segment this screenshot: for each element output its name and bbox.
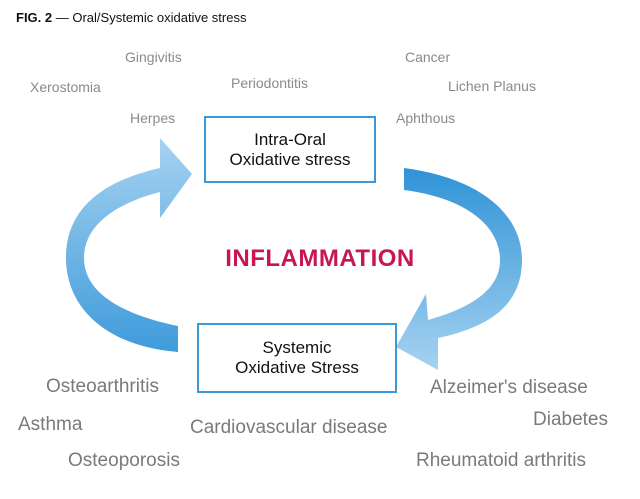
label-alzheimers-disease: Alzeimer's disease [430,377,588,398]
label-asthma: Asthma [18,414,83,435]
label-gingivitis: Gingivitis [125,49,182,65]
label-herpes: Herpes [130,110,176,126]
left-cycle-arrow [66,138,192,352]
figure-title: FIG. 2 — Oral/Systemic oxidative stress [16,10,246,25]
intra-box-line1: Intra-Oral [254,129,326,149]
label-aphthous: Aphthous [396,110,456,126]
label-osteoporosis: Osteoporosis [68,450,180,471]
label-rheumatoid-arthritis: Rheumatoid arthritis [416,450,587,471]
systemic-stress-box: Systemic Oxidative Stress [197,323,397,393]
intra-oral-stress-box: Intra-Oral Oxidative stress [204,116,376,183]
title-dash: — [52,10,73,25]
figure-number: FIG. 2 [16,10,53,25]
label-periodontitis: Periodontitis [231,75,309,91]
systemic-box-line2: Oxidative Stress [235,358,359,377]
systemic-box-line1: Systemic [262,338,332,357]
label-osteoarthritis: Osteoarthritis [46,376,159,397]
inflammation-label: INFLAMMATION [225,245,415,272]
right-cycle-arrow [396,168,522,370]
label-cardiovascular-disease: Cardiovascular disease [190,417,388,438]
label-xerostomia: Xerostomia [30,79,101,95]
label-lichen-planus: Lichen Planus [448,78,536,94]
label-diabetes: Diabetes [533,409,608,430]
label-cancer: Cancer [405,49,451,65]
intra-box-line2: Oxidative stress [229,149,351,169]
figure-caption: Oral/Systemic oxidative stress [72,10,247,25]
